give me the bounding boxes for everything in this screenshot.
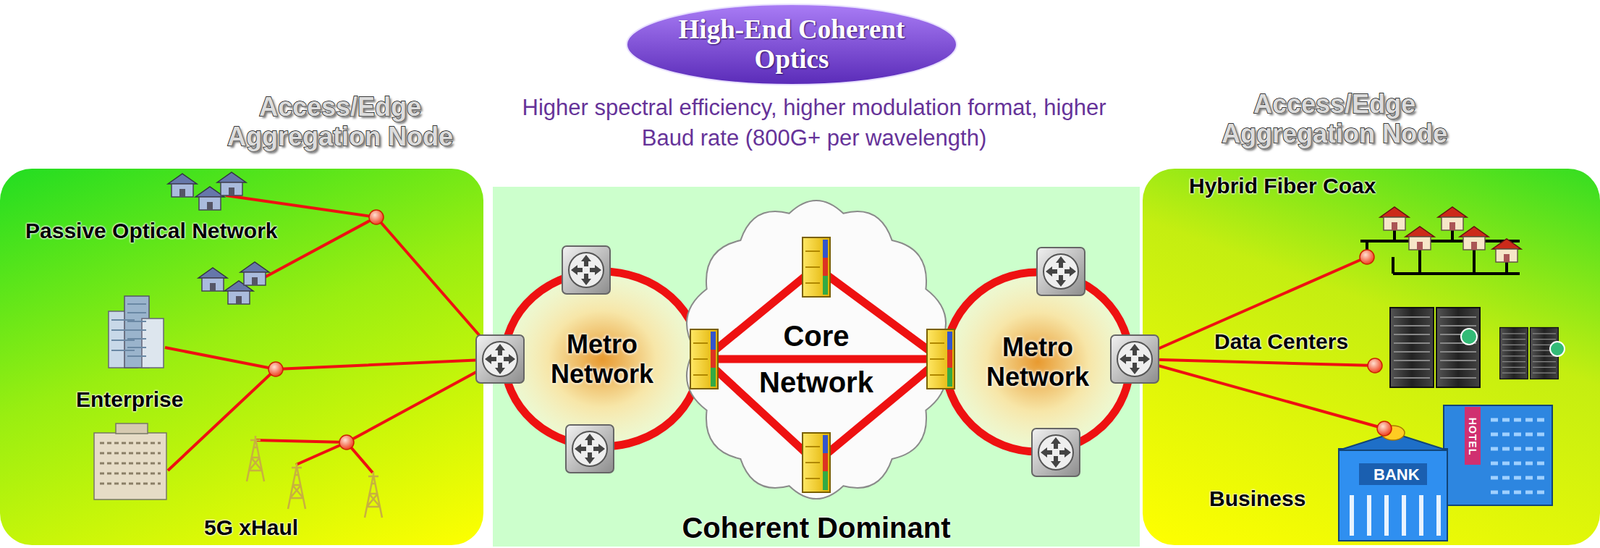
title-oval-text: High-End Coherent Optics xyxy=(675,15,908,74)
cloud-outline xyxy=(686,200,946,499)
access-panel-text: Access/Edge Aggregation Node xyxy=(202,91,478,152)
label-anchor: Hybrid Fiber Coax xyxy=(1188,173,1376,200)
coherent-panel: Coherent Dominant Metro Network Core Netwo… xyxy=(492,186,1140,547)
label-anchor: Passive Optical Network xyxy=(25,218,278,244)
segment-label: Enterprise xyxy=(75,387,184,413)
label-anchor: Enterprise xyxy=(75,387,184,413)
core-cloud-text: Core Network xyxy=(743,312,889,406)
core-cloud: Core Network xyxy=(678,193,954,506)
segment-label: Passive Optical Network xyxy=(25,218,278,244)
label-anchor: Data Centers xyxy=(1214,329,1349,355)
segment-label: Hybrid Fiber Coax xyxy=(1188,173,1376,200)
sign-text: BANK xyxy=(1373,465,1420,484)
label-anchor: 5G xHaul xyxy=(204,515,299,541)
metro-ring-text: Metro Network xyxy=(976,332,1100,393)
coherent-panel-text: Coherent Dominant xyxy=(681,510,951,545)
access-panel-text: Access/Edge Aggregation Node xyxy=(1196,89,1472,150)
metro-ring-outline xyxy=(504,271,700,447)
title-oval: High-End Coherent Optics xyxy=(624,2,959,87)
segment-label: Data Centers xyxy=(1214,329,1349,355)
metro-ring-text: Metro Network xyxy=(540,329,664,390)
label-anchor: Business xyxy=(1209,486,1306,512)
segment-label: Business xyxy=(1209,486,1306,512)
subtitle-text: Higher spectral efficiency, higher modul… xyxy=(502,92,1126,154)
label-anchor: Higher spectral efficiency, higher modul… xyxy=(502,92,1126,154)
label-anchor: HOTEL xyxy=(1472,435,1511,449)
title-oval-outline xyxy=(626,4,957,85)
segment-label: 5G xHaul xyxy=(204,515,299,541)
sign-text: HOTEL xyxy=(1466,417,1479,456)
metro-ring: Metro Network xyxy=(940,267,1135,456)
metro-ring: Metro Network xyxy=(500,267,705,451)
label-anchor: BANK xyxy=(1373,465,1420,484)
metro-ring-outline xyxy=(945,272,1131,452)
